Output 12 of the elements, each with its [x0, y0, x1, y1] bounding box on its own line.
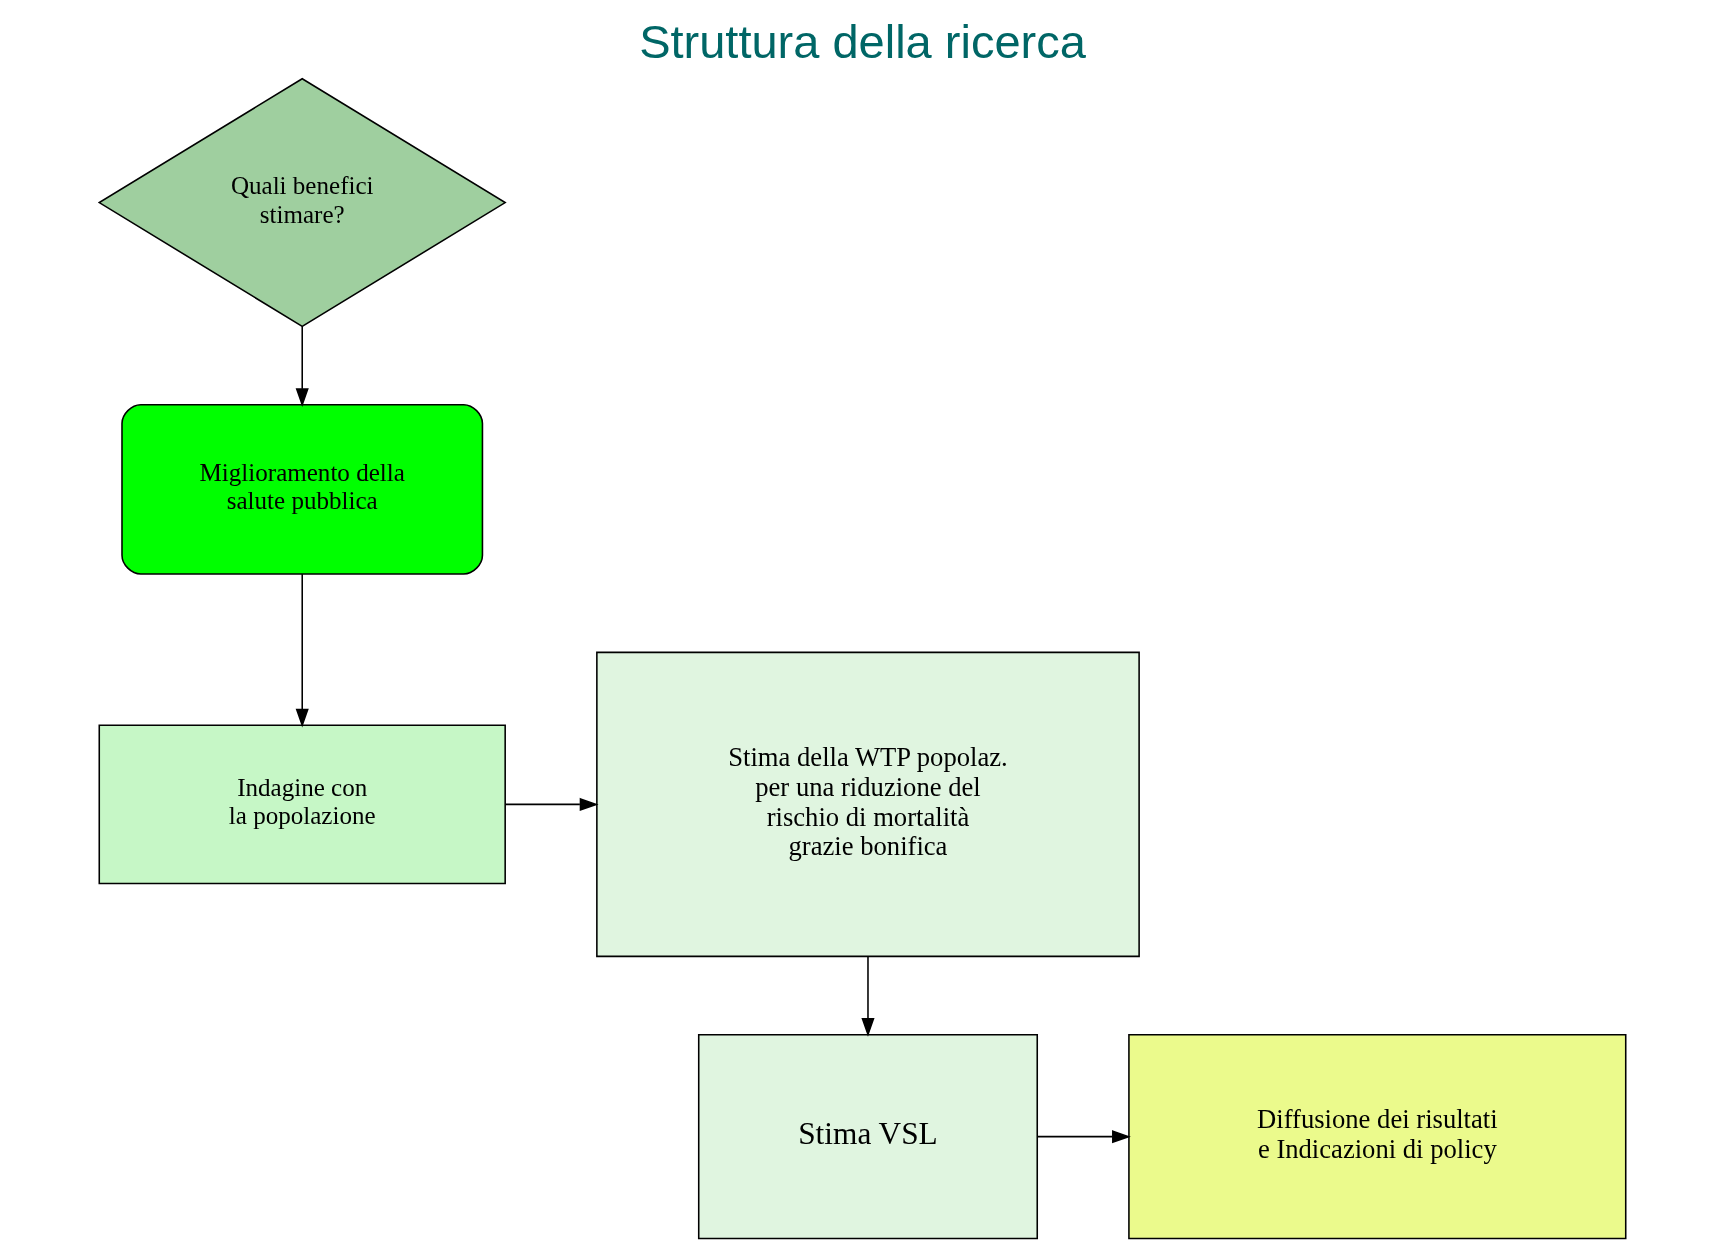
diagram-title: Struttura della ricerca [639, 15, 1086, 69]
node-box: Indagine con la popolazione [98, 724, 506, 885]
arrow [295, 573, 309, 728]
node-box: Miglioramento della salute pubblica [121, 403, 484, 575]
node-diamond: Quali benefici stimare? [97, 77, 507, 328]
node-box: Stima VSL [697, 1033, 1039, 1240]
arrow [1036, 1130, 1131, 1144]
node-box: Stima della WTP popolaz. per una riduzione del rischio di mortalità grazie bonifica [596, 651, 1140, 958]
arrow [295, 325, 309, 408]
arrow [504, 797, 599, 811]
node-box: Diffusione dei risultati e Indicazioni di policy [1128, 1033, 1627, 1240]
arrow [861, 955, 875, 1037]
